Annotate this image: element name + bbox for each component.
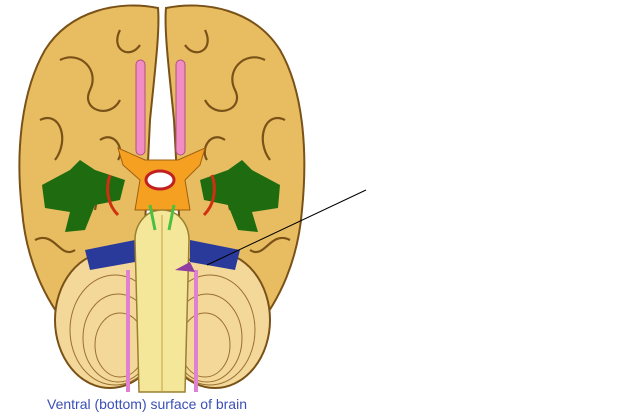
right-artery	[202, 174, 216, 217]
pituitary	[144, 169, 176, 191]
mammillary-lines	[148, 204, 176, 231]
vertebral-arteries	[126, 270, 198, 392]
diagram-caption: Ventral (bottom) surface of brain	[47, 396, 247, 412]
left-artery	[106, 174, 120, 217]
cranial-nerve-marker	[175, 262, 195, 272]
left-temporal-region	[42, 160, 125, 232]
right-olfactory-tract	[175, 59, 186, 156]
right-temporal-region	[200, 160, 280, 232]
left-olfactory-tract	[135, 59, 146, 156]
sulci	[34, 29, 291, 254]
pointer-line	[206, 189, 367, 266]
